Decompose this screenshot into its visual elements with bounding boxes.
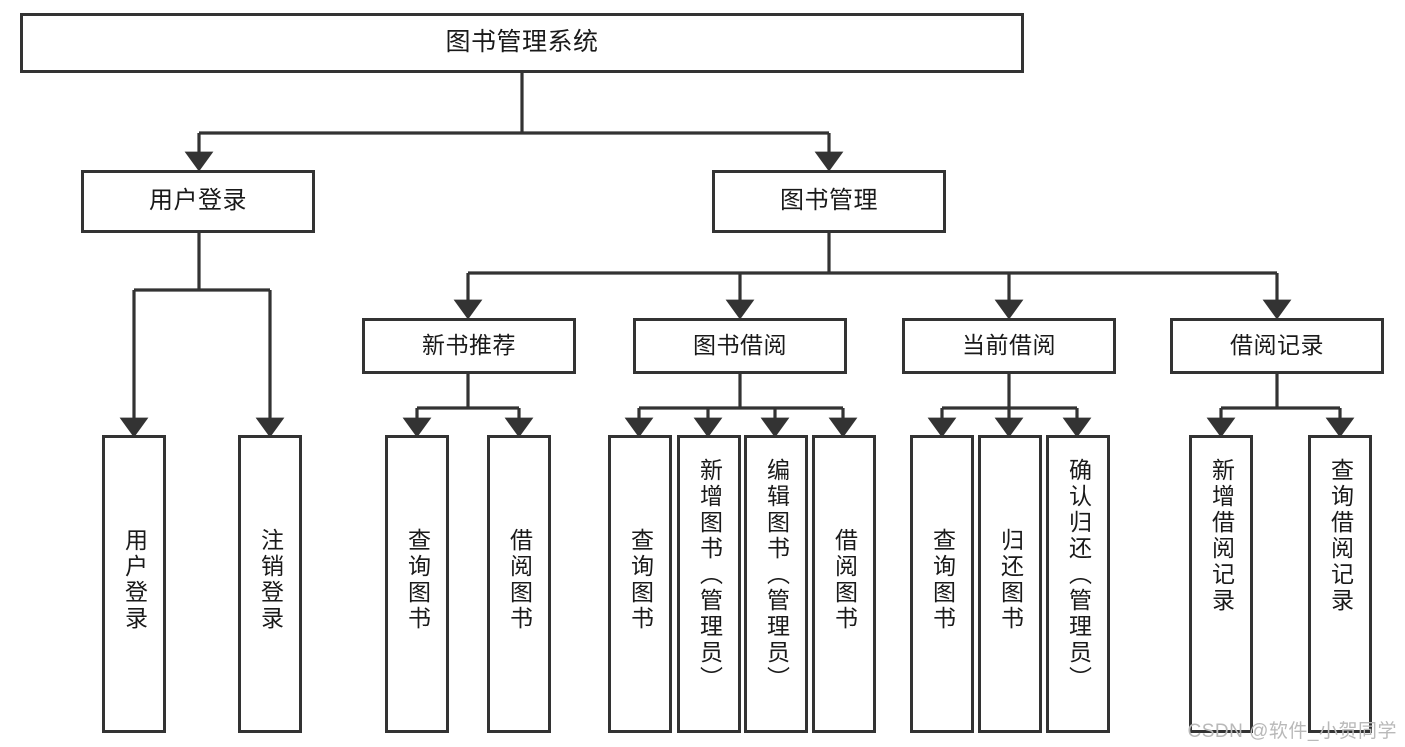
leaf-node-borrow-book-recommend[interactable]: 借阅图书 [487,435,551,733]
node-label: 查询图书 [627,528,654,632]
node-label: 确认归还（管理员） [1065,458,1092,692]
node-label: 新增图书（管理员） [696,458,723,692]
node-new-book-recommend[interactable]: 新书推荐 [362,318,576,374]
leaf-node-confirm-return[interactable]: 确认归还（管理员） [1046,435,1110,733]
node-label: 当前借阅 [962,332,1056,359]
node-label: 新书推荐 [422,332,516,359]
leaf-node-user-login[interactable]: 用户登录 [102,435,166,733]
leaf-node-query-borrow-record[interactable]: 查询借阅记录 [1308,435,1372,733]
leaf-node-return-book[interactable]: 归还图书 [978,435,1042,733]
leaf-node-edit-book[interactable]: 编辑图书（管理员） [744,435,808,733]
leaf-node-query-book-current[interactable]: 查询图书 [910,435,974,733]
node-label: 查询图书 [404,528,431,632]
leaf-node-add-book[interactable]: 新增图书（管理员） [677,435,741,733]
node-label: 借阅记录 [1230,332,1324,359]
leaf-node-query-book-recommend[interactable]: 查询图书 [385,435,449,733]
csdn-watermark: CSDN @软件_小贺同学 [1187,721,1397,742]
node-label: 编辑图书（管理员） [763,458,790,692]
node-book-borrow[interactable]: 图书借阅 [633,318,847,374]
leaf-node-logout[interactable]: 注销登录 [238,435,302,733]
node-label: 用户登录 [121,528,148,632]
node-label: 借阅图书 [506,528,533,632]
node-label: 新增借阅记录 [1208,458,1235,614]
node-label: 图书借阅 [693,332,787,359]
node-label: 用户登录 [149,187,247,215]
node-root-book-management-system[interactable]: 图书管理系统 [20,13,1024,73]
node-label: 图书管理 [780,187,878,215]
node-label: 借阅图书 [831,528,858,632]
leaf-node-add-borrow-record[interactable]: 新增借阅记录 [1189,435,1253,733]
node-label: 查询图书 [929,528,956,632]
node-label: 图书管理系统 [445,28,599,57]
node-book-manage[interactable]: 图书管理 [712,170,946,233]
node-label: 查询借阅记录 [1327,458,1354,614]
node-user-login[interactable]: 用户登录 [81,170,315,233]
leaf-node-borrow-book[interactable]: 借阅图书 [812,435,876,733]
leaf-node-query-book-borrow[interactable]: 查询图书 [608,435,672,733]
node-label: 归还图书 [997,528,1024,632]
node-label: 注销登录 [257,528,284,632]
node-current-borrow[interactable]: 当前借阅 [902,318,1116,374]
node-borrow-record[interactable]: 借阅记录 [1170,318,1384,374]
